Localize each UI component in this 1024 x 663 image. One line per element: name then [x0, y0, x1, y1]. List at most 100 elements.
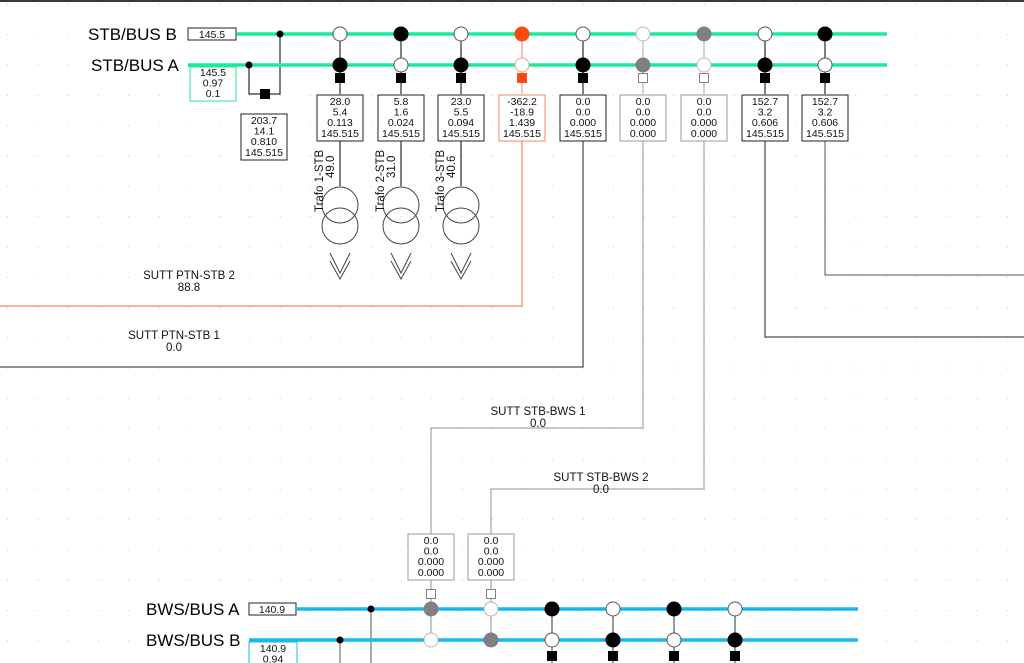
- stb-bay-9-isolator-bus-b[interactable]: [817, 26, 833, 42]
- stb-bay-3-breaker[interactable]: [456, 73, 466, 83]
- stb-bay-8-value-box[interactable]: [741, 94, 789, 142]
- bws-bay-1-value-box-value: 0.000: [418, 556, 444, 568]
- stb-bay-2-breaker[interactable]: [396, 73, 406, 83]
- bws-bay-3-isolator-bus-b[interactable]: [544, 632, 560, 648]
- line-ptn-stb-1[interactable]: [0, 141, 584, 368]
- bws-bus-a-voltage-box[interactable]: [248, 602, 297, 616]
- grid-dot: [855, 216, 857, 218]
- grid-dot: [764, 579, 766, 581]
- bws-bay-5-breaker[interactable]: [669, 651, 679, 661]
- grid-dot: [976, 428, 978, 430]
- bws-bay-1-breaker[interactable]: [426, 589, 436, 599]
- grid-dot: [946, 246, 948, 248]
- transformer-winding-icon[interactable]: [321, 186, 359, 224]
- bws-bay-1-value-box[interactable]: [407, 533, 455, 581]
- bws-bay-6-isolator-bus-a[interactable]: [727, 601, 743, 617]
- grid-dot: [491, 185, 493, 187]
- stb-bay-6-value-box[interactable]: [619, 94, 667, 142]
- stb-bay-4-isolator-bus-b[interactable]: [514, 26, 530, 42]
- stb-bay-7-value-box[interactable]: [680, 94, 728, 142]
- stb-bay-4-isolator-bus-a[interactable]: [514, 57, 530, 73]
- grid-dot: [370, 216, 372, 218]
- grid-dot: [128, 94, 130, 96]
- stb-bay-4-breaker[interactable]: [517, 73, 527, 83]
- bws-bay-5-isolator-bus-a[interactable]: [666, 601, 682, 617]
- bws-bay-4-breaker[interactable]: [608, 651, 618, 661]
- bws-bay-2-breaker[interactable]: [486, 589, 496, 599]
- stb-bay-1-breaker[interactable]: [335, 73, 345, 83]
- coupler-breaker[interactable]: [260, 89, 270, 99]
- stb-bay-8-value-box-value: 145.515: [746, 128, 784, 140]
- grid-dot: [128, 125, 130, 127]
- line-feeder-9[interactable]: [824, 141, 1024, 276]
- bws-bay-4-isolator-bus-a[interactable]: [605, 601, 621, 617]
- grid-dot: [249, 246, 251, 248]
- stb-bay-2-isolator-bus-a[interactable]: [393, 57, 409, 73]
- bws-bay-4-isolator-bus-b[interactable]: [605, 632, 621, 648]
- bws-bay-2-value-box[interactable]: [467, 533, 515, 581]
- line-stb-bws-1[interactable]: [430, 141, 644, 534]
- coupler-value-box[interactable]: [240, 113, 288, 161]
- bws-bay-6-isolator-bus-b[interactable]: [727, 632, 743, 648]
- grid-dot: [461, 185, 463, 187]
- bws-bay-1-isolator-bus-b[interactable]: [423, 632, 439, 648]
- transformer-winding-icon[interactable]: [382, 207, 420, 245]
- line-feeder-8[interactable]: [764, 141, 1024, 338]
- stb-bus-b-voltage-box[interactable]: [187, 27, 237, 41]
- stb-bay-9-isolator-bus-a[interactable]: [817, 57, 833, 73]
- grid-dot: [643, 155, 645, 157]
- stb-bay-5-isolator-bus-b[interactable]: [575, 26, 591, 42]
- stb-bay-6-isolator-bus-a[interactable]: [635, 57, 651, 73]
- stb-bay-8-isolator-bus-a[interactable]: [757, 57, 773, 73]
- transformer-winding-icon[interactable]: [321, 207, 359, 245]
- stb-bay-3-isolator-bus-a[interactable]: [453, 57, 469, 73]
- stb-bay-1-value-box-value: 5.4: [333, 107, 348, 119]
- grid-dot: [219, 276, 221, 278]
- stb-bay-3-isolator-bus-b[interactable]: [453, 26, 469, 42]
- grid-dot: [400, 4, 402, 5]
- bws-bay-2-isolator-bus-b[interactable]: [483, 632, 499, 648]
- stb-bay-6-breaker[interactable]: [638, 73, 648, 83]
- grid-dot: [97, 367, 99, 369]
- grid-dot: [37, 397, 39, 399]
- transformer-winding-icon[interactable]: [442, 207, 480, 245]
- bws-bus-b-info-box[interactable]: [248, 641, 298, 663]
- grid-dot: [794, 155, 796, 157]
- stb-bay-1-isolator-bus-a[interactable]: [332, 57, 348, 73]
- line-ptn-stb-2[interactable]: [0, 141, 523, 307]
- stb-bay-2-value-box[interactable]: [377, 94, 425, 142]
- stb-bay-1-value-box[interactable]: [316, 94, 364, 142]
- grid-dot: [158, 488, 160, 490]
- line-stb-bws-2[interactable]: [490, 141, 705, 534]
- stb-bay-4-value-box[interactable]: [498, 94, 546, 142]
- grid-dot: [37, 337, 39, 339]
- stb-bay-1-isolator-bus-b[interactable]: [332, 26, 348, 42]
- bws-bay-6-breaker[interactable]: [730, 651, 740, 661]
- stb-bay-5-isolator-bus-a[interactable]: [575, 57, 591, 73]
- stb-bay-3-value-box[interactable]: [437, 94, 485, 142]
- stb-bus-a-info-box[interactable]: [189, 66, 237, 102]
- stb-bay-7-isolator-bus-b[interactable]: [696, 26, 712, 42]
- grid-dot: [400, 428, 402, 430]
- grid-dot: [279, 519, 281, 521]
- transformer-winding-icon[interactable]: [382, 186, 420, 224]
- stb-bay-5-breaker[interactable]: [578, 73, 588, 83]
- bws-bay-1-isolator-bus-a[interactable]: [423, 601, 439, 617]
- stb-bay-7-breaker[interactable]: [699, 73, 709, 83]
- stb-bay-9-value-box[interactable]: [801, 94, 849, 142]
- bws-bay-5-isolator-bus-b[interactable]: [666, 632, 682, 648]
- bws-bay-3-breaker[interactable]: [547, 651, 557, 661]
- stb-bay-8-breaker[interactable]: [760, 73, 770, 83]
- transformer-winding-icon[interactable]: [442, 186, 480, 224]
- stb-bay-9-breaker[interactable]: [820, 73, 830, 83]
- stb-bay-8-isolator-bus-b[interactable]: [757, 26, 773, 42]
- stb-bay-7-isolator-bus-a[interactable]: [696, 57, 712, 73]
- stb-bay-2-isolator-bus-b[interactable]: [393, 26, 409, 42]
- grid-dot: [431, 428, 433, 430]
- bws-bay-2-isolator-bus-a[interactable]: [483, 601, 499, 617]
- bws-bay-3-isolator-bus-a[interactable]: [544, 601, 560, 617]
- stb-bay-5-value-box[interactable]: [559, 94, 607, 142]
- stb-bay-6-isolator-bus-b[interactable]: [635, 26, 651, 42]
- grid-dot: [97, 640, 99, 642]
- grid-dot: [552, 185, 554, 187]
